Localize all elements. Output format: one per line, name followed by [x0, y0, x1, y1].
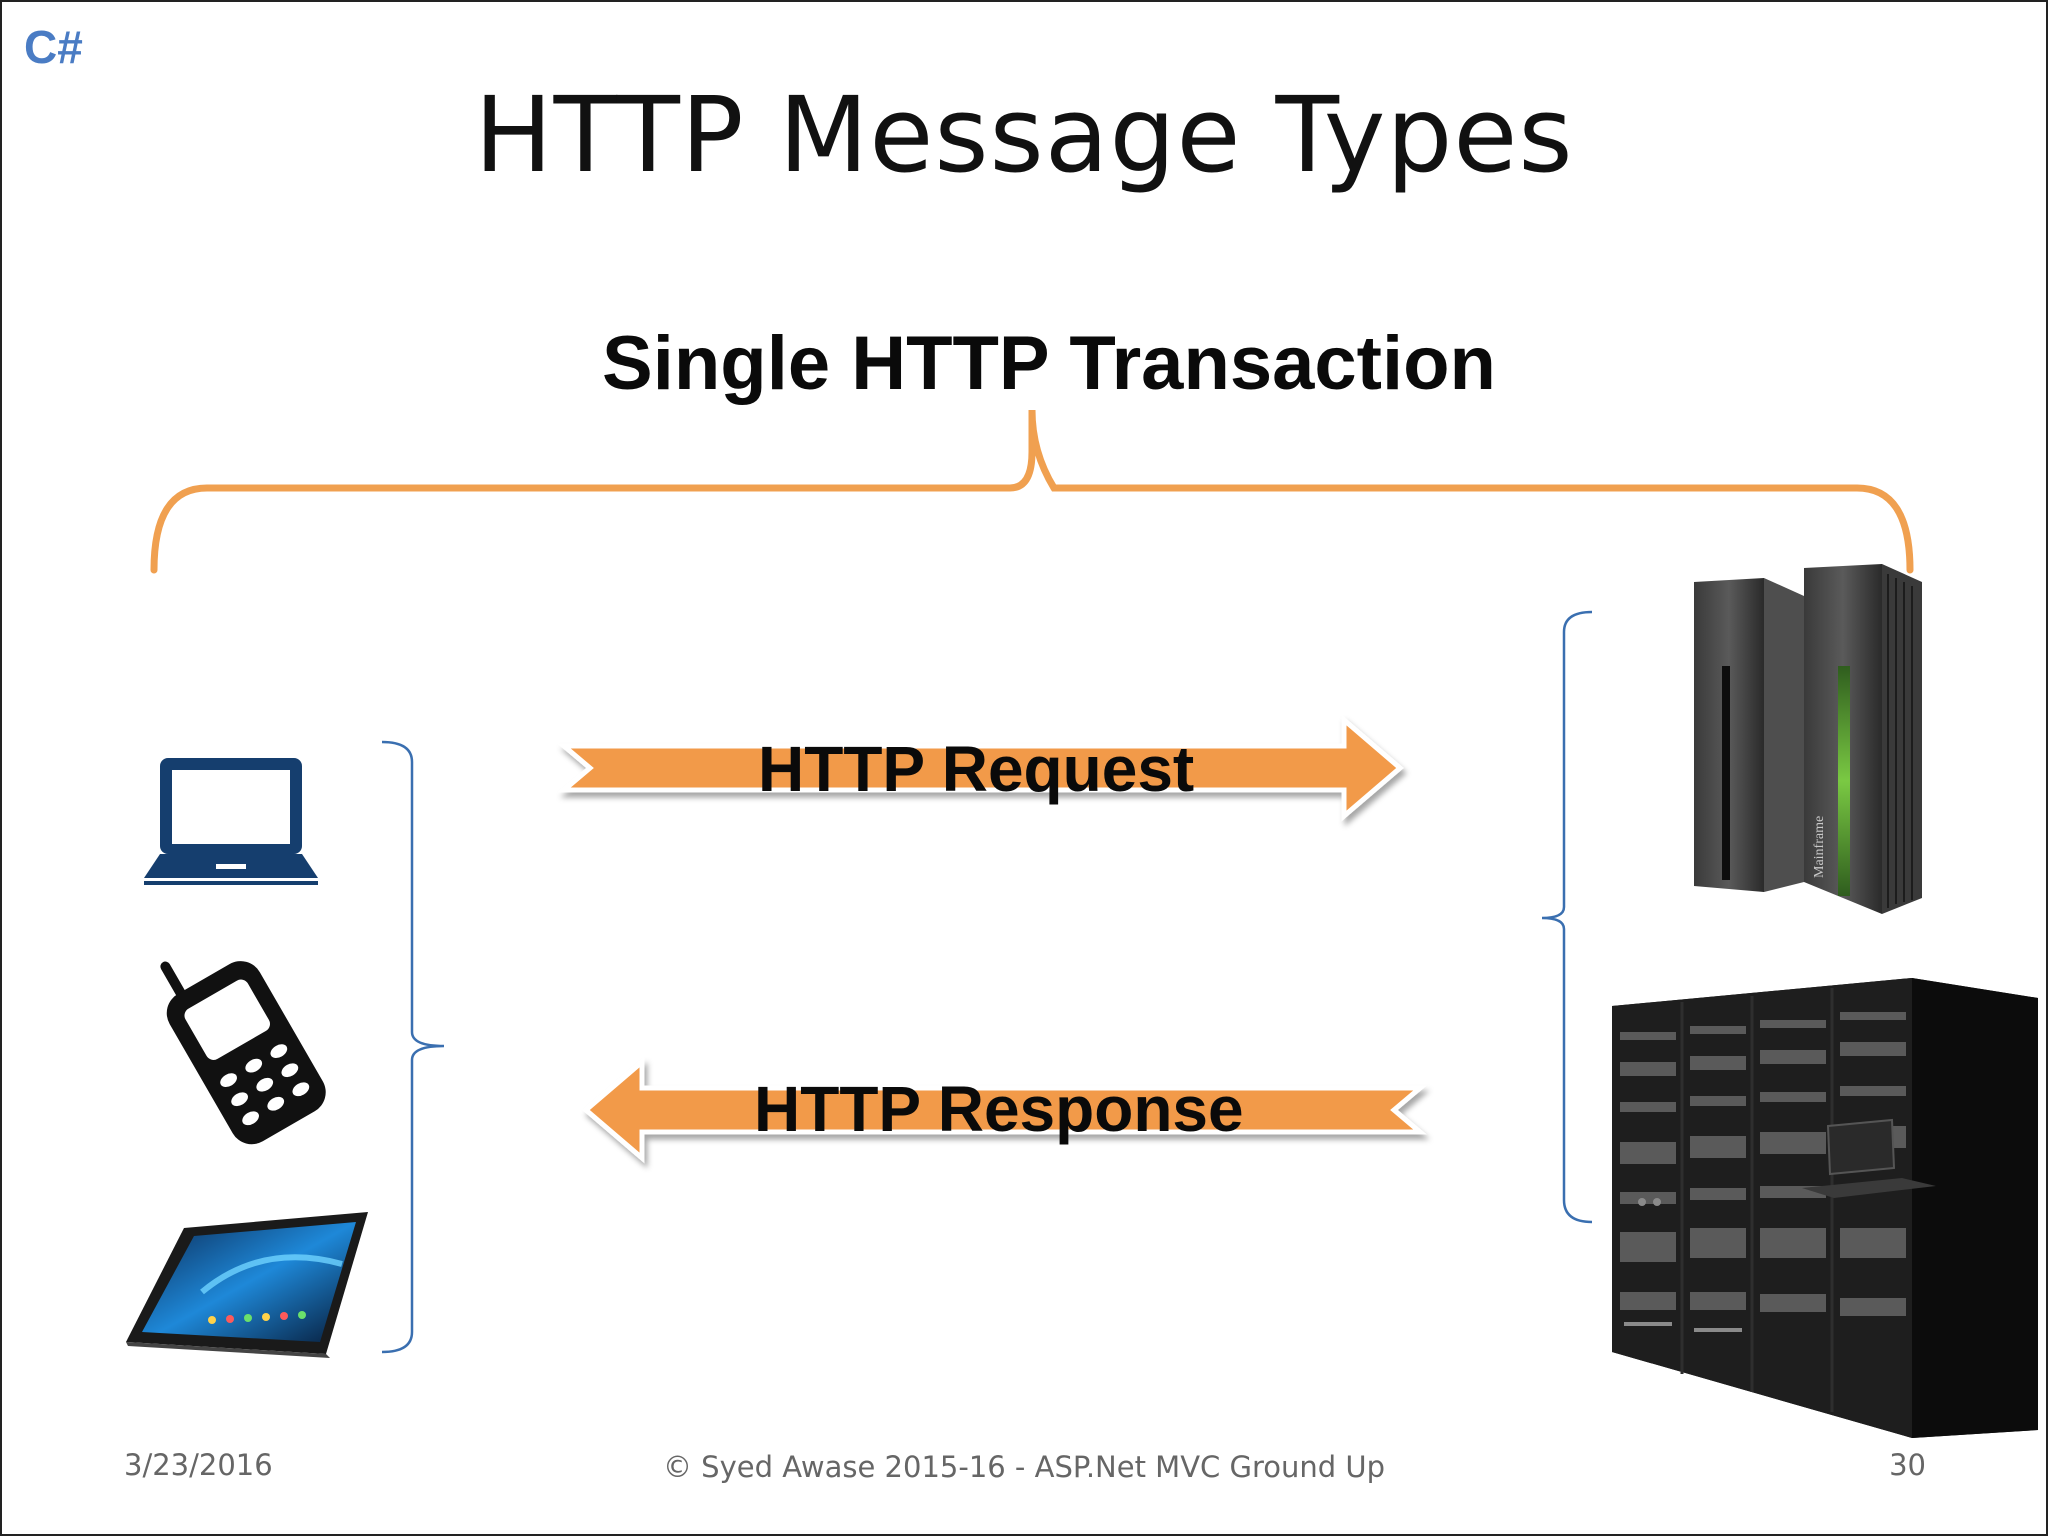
mobile-phone-icon: [141, 923, 334, 1153]
mainframe-icon: Mainframe: [1694, 564, 1922, 914]
client-bracket: [382, 742, 444, 1352]
laptop-icon: [144, 758, 318, 885]
tablet-icon: [126, 1212, 368, 1358]
server-bracket: [1542, 612, 1592, 1222]
server-rack-icon: [1612, 978, 2038, 1438]
footer-copyright: © Syed Awase 2015-16 - ASP.Net MVC Groun…: [2, 1450, 2046, 1484]
footer-page-number: 30: [1889, 1448, 1926, 1482]
http-response-label: HTTP Response: [754, 1072, 1244, 1146]
transaction-brace: [154, 410, 1910, 570]
mainframe-label: Mainframe: [1812, 816, 1827, 878]
http-request-label: HTTP Request: [758, 732, 1194, 806]
